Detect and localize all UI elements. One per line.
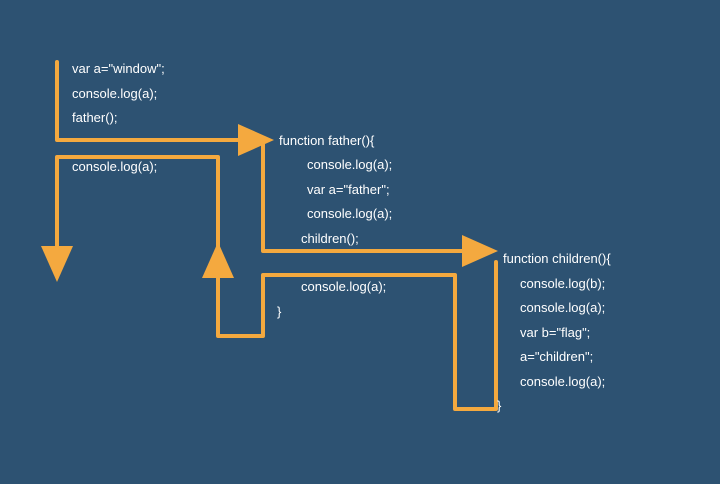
global-line-1: var a="window";: [72, 61, 165, 76]
children-closing-brace: }: [497, 398, 502, 413]
father-body-line-2: var a="father";: [307, 182, 390, 197]
arrowhead-return-up: [202, 242, 234, 278]
arrowhead-to-father: [238, 124, 274, 156]
children-header: function children(){: [503, 251, 611, 266]
children-body-line-5: console.log(a);: [520, 374, 606, 389]
global-line-2: console.log(a);: [72, 86, 158, 101]
father-after-return: console.log(a);: [301, 279, 387, 294]
children-body-line-3: var b="flag";: [520, 325, 591, 340]
global-after-return: console.log(a);: [72, 159, 158, 174]
flow-path-children-return: [216, 260, 498, 411]
father-body-line-3: console.log(a);: [307, 206, 393, 221]
global-line-3: father();: [72, 110, 118, 125]
father-body-line-4: children();: [301, 231, 359, 246]
children-body-line-4: a="children";: [520, 349, 594, 364]
father-body-line-1: console.log(a);: [307, 157, 393, 172]
father-header: function father(){: [279, 133, 375, 148]
flow-path-global-to-father: [55, 60, 247, 142]
flow-path-father-return: [55, 155, 220, 264]
arrowhead-final-down: [41, 246, 73, 282]
arrowhead-to-children: [462, 235, 498, 267]
children-body-line-2: console.log(a);: [520, 300, 606, 315]
children-body-line-1: console.log(b);: [520, 276, 606, 291]
father-closing-brace: }: [277, 304, 282, 319]
flow-path-father-to-children: [261, 138, 470, 253]
